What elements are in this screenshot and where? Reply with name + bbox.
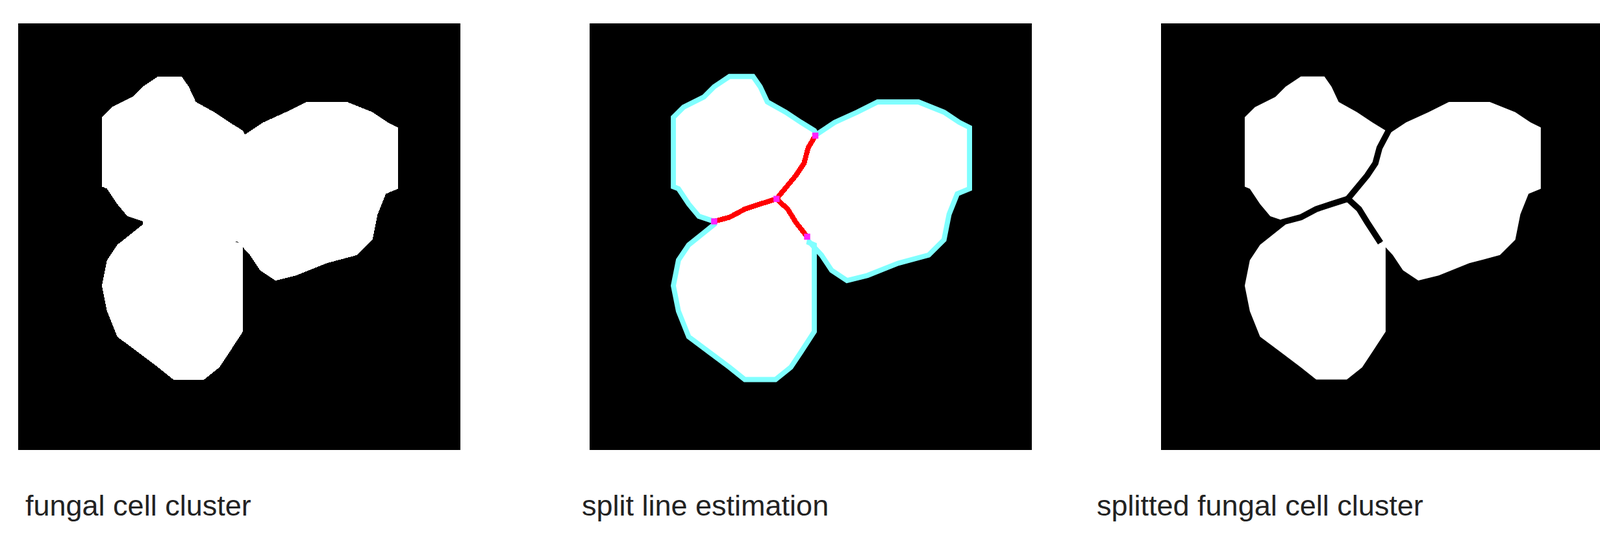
cell-cluster-image [18,23,461,450]
split-line-image [589,23,1032,450]
panel-caption: fungal cell cluster [25,488,252,524]
panel-caption: splitted fungal cell cluster [1096,488,1424,524]
panel-caption: split line estimation [581,488,829,524]
split-cluster-image [1161,23,1600,450]
